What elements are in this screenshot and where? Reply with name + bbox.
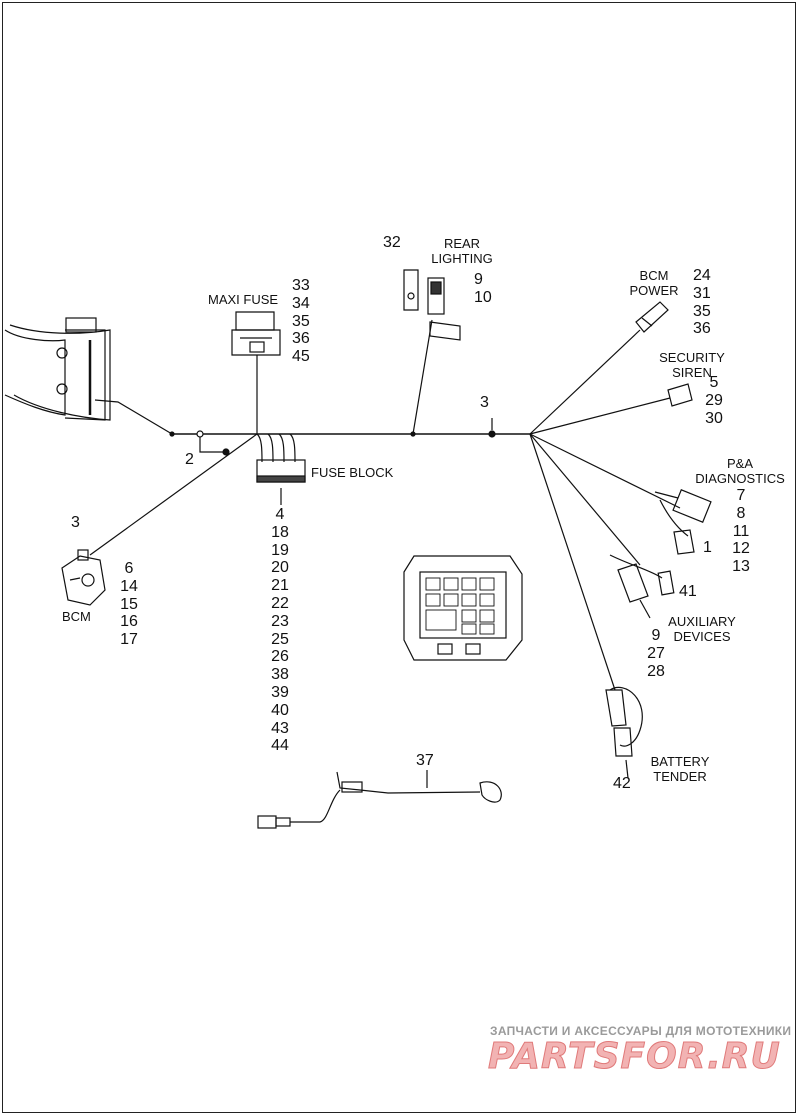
callout: 14: [120, 577, 138, 595]
callout: 33: [292, 277, 310, 294]
connector-face-detail: [403, 555, 523, 661]
callout-3-left: 3: [71, 514, 80, 531]
callout: 18: [271, 523, 289, 541]
rear-lighting-line2: LIGHTING: [431, 251, 493, 266]
callout: 10: [474, 288, 492, 306]
bcm-callouts: 6 14 15 16 17: [119, 560, 139, 649]
callout: 17: [120, 631, 138, 649]
security-siren-callouts: 5 29 30: [700, 374, 728, 427]
callout: 39: [271, 683, 289, 701]
battery-tender-label: BATTERY TENDER: [640, 754, 720, 784]
callout: 21: [271, 577, 289, 595]
watermark-tagline: ЗАПЧАСТИ И АКСЕССУАРЫ ДЛЯ МОТОТЕХНИКИ: [490, 1024, 792, 1038]
callout: 30: [705, 409, 723, 427]
callout: 29: [705, 391, 723, 409]
callout-2: 2: [185, 451, 194, 468]
callout: 38: [271, 666, 289, 684]
callout: 22: [271, 594, 289, 612]
callout: 15: [120, 595, 138, 613]
fuse-block-connector: [256, 433, 306, 505]
callout: 23: [271, 612, 289, 630]
auxiliary-devices-connectors: [609, 554, 675, 619]
callout-32: 32: [383, 234, 401, 251]
callout: 45: [292, 348, 310, 366]
pa-diagnostics-callouts: 7 8 11 12 13: [730, 487, 752, 576]
callout: 25: [271, 630, 289, 648]
callout: 19: [271, 541, 289, 559]
callout: 34: [292, 294, 310, 312]
callout: 40: [271, 701, 289, 719]
callout: 9: [651, 627, 661, 644]
pa-diagnostics-connectors: [654, 489, 712, 555]
callout-1: 1: [703, 539, 712, 556]
auxiliary-devices-line1: AUXILIARY: [668, 614, 736, 629]
pa-diagnostics-line1: P&A: [726, 456, 753, 471]
harness-37: [257, 770, 502, 829]
callout: 8: [736, 504, 746, 522]
callout: 36: [292, 330, 310, 348]
callout: 16: [120, 613, 138, 631]
maxi-fuse-label: MAXI FUSE: [208, 292, 279, 307]
bcm-module: [61, 433, 258, 606]
rear-lighting-label: REAR LIGHTING: [428, 236, 496, 266]
bcm-label: BCM: [62, 609, 91, 624]
security-siren-line2: SIREN: [672, 365, 712, 380]
fuse-block-label: FUSE BLOCK: [311, 465, 394, 480]
callout: 5: [709, 374, 719, 391]
callout: 43: [271, 719, 289, 737]
bcm-power-label: BCM POWER: [626, 268, 682, 298]
callout: 27: [647, 644, 665, 662]
callout: 20: [271, 559, 289, 577]
callout: 7: [736, 487, 746, 504]
callout: 36: [693, 320, 711, 338]
callout: 12: [732, 540, 750, 558]
security-siren-label: SECURITY SIREN: [652, 350, 732, 380]
main-trunk: [169, 418, 530, 456]
fuse-block-callouts: 4 18 19 20 21 22 23 25 26 38 39 40 43 44: [268, 506, 292, 755]
battery-tender-connector: [605, 686, 643, 779]
frame-bracket: [4, 317, 173, 435]
callout: 44: [271, 737, 289, 755]
callout: 35: [292, 312, 310, 330]
right-branches: [529, 329, 681, 691]
bcm-power-line1: BCM: [639, 268, 669, 283]
battery-tender-line1: BATTERY: [650, 754, 710, 769]
callout: 9: [474, 271, 483, 288]
bcm-power-line2: POWER: [629, 283, 679, 298]
callout: 4: [275, 506, 285, 523]
callout: 28: [647, 662, 665, 680]
security-siren-line1: SECURITY: [659, 350, 725, 365]
auxiliary-callouts: 9 27 28: [644, 627, 668, 680]
bcm-power-connector: [635, 301, 669, 333]
callout-42: 42: [613, 775, 631, 792]
callout-3-top: 3: [480, 394, 489, 411]
callout: 24: [693, 267, 711, 284]
pa-diagnostics-line2: DIAGNOSTICS: [695, 471, 785, 486]
pa-diagnostics-label: P&A DIAGNOSTICS: [690, 456, 790, 486]
callout-37: 37: [416, 752, 434, 769]
maxi-fuse-connector: [231, 311, 281, 434]
callout-41: 41: [679, 583, 697, 600]
maxi-fuse-callouts: 33 34 35 36 45: [292, 277, 310, 366]
battery-tender-line2: TENDER: [653, 769, 707, 784]
callout: 35: [693, 302, 711, 320]
callout: 13: [732, 558, 750, 576]
watermark-logo: PARTSFOR.RU: [488, 1036, 781, 1078]
security-siren-connector: [667, 383, 693, 407]
callout: 6: [124, 560, 134, 577]
callout: 31: [693, 284, 711, 302]
callout: 11: [732, 522, 750, 540]
auxiliary-devices-label: AUXILIARY DEVICES: [662, 614, 742, 644]
auxiliary-devices-line2: DEVICES: [673, 629, 731, 644]
bcm-power-callouts: 24 31 35 36: [693, 267, 711, 338]
callout: 26: [271, 648, 289, 666]
rear-lighting-callouts: 9 10: [474, 271, 492, 307]
rear-lighting-line1: REAR: [443, 236, 481, 251]
rear-lighting-connectors: [403, 269, 461, 435]
